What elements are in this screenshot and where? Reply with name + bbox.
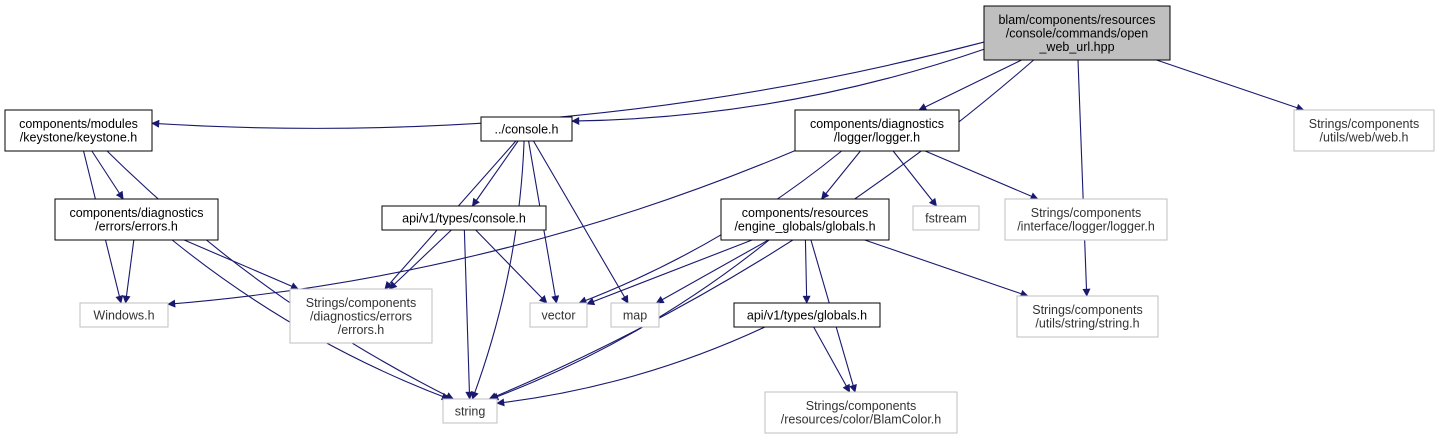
edge-globals-to-vector bbox=[586, 239, 753, 306]
node-label-line: /console/commands/open bbox=[1006, 26, 1148, 40]
edge-globals-to-sstring bbox=[864, 239, 1029, 298]
node-label-line: /keystone/keystone.h bbox=[20, 131, 137, 145]
node-label-line: fstream bbox=[925, 211, 967, 225]
node-blamcolor[interactable]: Strings/components/resources/color/BlamC… bbox=[764, 391, 958, 434]
node-logger[interactable]: components/diagnostics/logger/logger.h bbox=[794, 109, 960, 152]
node-label-line: components/diagnostics bbox=[69, 206, 203, 220]
node-box bbox=[381, 205, 547, 231]
node-box bbox=[764, 391, 958, 434]
node-sstring[interactable]: Strings/components/utils/string/string.h bbox=[1016, 295, 1159, 338]
edge-root-to-string bbox=[488, 59, 1035, 400]
node-label-line: map bbox=[623, 308, 647, 322]
node-string[interactable]: string bbox=[442, 398, 498, 424]
node-root[interactable]: blam/components/resources/console/comman… bbox=[983, 5, 1171, 61]
node-label-line: /interface/logger/logger.h bbox=[1017, 220, 1155, 234]
edge-root-to-keystone bbox=[151, 41, 985, 129]
node-box bbox=[733, 302, 881, 328]
node-box bbox=[4, 109, 153, 152]
node-label-line: /errors.h bbox=[338, 323, 385, 337]
node-label-line: Strings/components bbox=[1309, 117, 1419, 131]
node-globals[interactable]: components/resources/engine_globals/glob… bbox=[720, 198, 890, 241]
node-label-line: /logger/logger.h bbox=[834, 131, 920, 145]
node-box bbox=[442, 398, 498, 424]
node-label-line: Windows.h bbox=[93, 308, 154, 322]
node-label-line: components/diagnostics bbox=[810, 117, 944, 131]
edge-errors-to-serrors bbox=[183, 239, 299, 290]
node-box bbox=[1016, 295, 1159, 338]
node-label-line: /diagnostics/errors bbox=[310, 309, 412, 323]
edge-logger-to-vector bbox=[578, 150, 842, 305]
node-label-line: /utils/web/web.h bbox=[1320, 131, 1409, 145]
node-box bbox=[1293, 109, 1435, 152]
edge-logger-to-fstream bbox=[892, 150, 938, 207]
node-label-line: api/v1/types/console.h bbox=[402, 211, 526, 225]
node-keystone[interactable]: components/modules/keystone/keystone.h bbox=[4, 109, 153, 152]
edge-globals-to-map bbox=[655, 239, 769, 304]
edge-apiglobals-to-blamcolor bbox=[813, 326, 851, 393]
edge-console-to-map bbox=[533, 140, 629, 304]
edge-keystone-to-errors bbox=[91, 150, 124, 200]
node-box bbox=[983, 5, 1171, 61]
edge-console-to-string bbox=[471, 140, 525, 400]
nodes-layer: blam/components/resources/console/comman… bbox=[4, 5, 1435, 434]
node-errors[interactable]: components/diagnostics/errors/errors.h bbox=[54, 198, 219, 241]
edge-keystone-to-string bbox=[106, 150, 454, 400]
node-label-line: Strings/components bbox=[806, 399, 916, 413]
edge-apiglobals-to-string bbox=[496, 326, 766, 407]
edge-apiconsole-to-string bbox=[463, 229, 474, 400]
node-box bbox=[794, 109, 960, 152]
node-label-line: components/resources bbox=[742, 206, 868, 220]
node-label-line: Strings/components bbox=[306, 296, 416, 310]
node-label-line: Strings/components bbox=[1032, 303, 1142, 317]
edge-root-to-sstring bbox=[1077, 59, 1091, 297]
node-label-line: string bbox=[455, 404, 486, 418]
node-map[interactable]: map bbox=[610, 302, 660, 328]
node-label-line: components/modules bbox=[19, 117, 138, 131]
node-box bbox=[1004, 198, 1168, 241]
node-box bbox=[912, 205, 980, 231]
node-ilogger[interactable]: Strings/components/interface/logger/logg… bbox=[1004, 198, 1168, 241]
edge-apiconsole-to-serrors bbox=[388, 229, 452, 290]
node-apiglobals[interactable]: api/v1/types/globals.h bbox=[733, 302, 881, 328]
edge-root-to-logger bbox=[918, 59, 1022, 111]
node-vector[interactable]: vector bbox=[529, 302, 588, 328]
node-console[interactable]: ../console.h bbox=[480, 116, 573, 142]
node-label-line: /errors/errors.h bbox=[95, 220, 178, 234]
node-label-line: Strings/components bbox=[1031, 206, 1141, 220]
edge-root-to-console bbox=[571, 48, 985, 125]
edge-console-to-apiconsole bbox=[471, 140, 519, 207]
node-label-line: ../console.h bbox=[495, 122, 559, 136]
node-box bbox=[480, 116, 573, 142]
edge-logger-to-windows bbox=[167, 150, 796, 308]
node-box bbox=[79, 302, 169, 328]
node-windows[interactable]: Windows.h bbox=[79, 302, 169, 328]
edge-errors-to-windows bbox=[122, 239, 135, 304]
edge-logger-to-globals bbox=[821, 150, 861, 200]
node-box bbox=[610, 302, 660, 328]
edge-globals-to-string bbox=[490, 239, 770, 401]
node-label-line: api/v1/types/globals.h bbox=[747, 308, 867, 322]
node-box bbox=[720, 198, 890, 241]
node-label-line: blam/components/resources bbox=[998, 13, 1155, 27]
edge-root-to-web bbox=[1156, 59, 1305, 112]
node-label-line: /utils/string/string.h bbox=[1035, 317, 1139, 331]
node-label-line: /resources/color/BlamColor.h bbox=[781, 413, 942, 427]
node-box bbox=[289, 288, 433, 344]
edge-logger-to-ilogger bbox=[924, 150, 1039, 200]
node-label-line: vector bbox=[541, 308, 575, 322]
edges-layer bbox=[83, 41, 1305, 407]
node-label-line: _web_url.hpp bbox=[1038, 40, 1114, 54]
node-serrors[interactable]: Strings/components/diagnostics/errors/er… bbox=[289, 288, 433, 344]
node-box bbox=[529, 302, 588, 328]
node-apiconsole[interactable]: api/v1/types/console.h bbox=[381, 205, 547, 231]
edge-apiconsole-to-vector bbox=[475, 229, 548, 304]
node-label-line: /engine_globals/globals.h bbox=[734, 220, 875, 234]
node-web[interactable]: Strings/components/utils/web/web.h bbox=[1293, 109, 1435, 152]
node-fstream[interactable]: fstream bbox=[912, 205, 980, 231]
node-box bbox=[54, 198, 219, 241]
edge-globals-to-apiglobals bbox=[802, 239, 811, 304]
